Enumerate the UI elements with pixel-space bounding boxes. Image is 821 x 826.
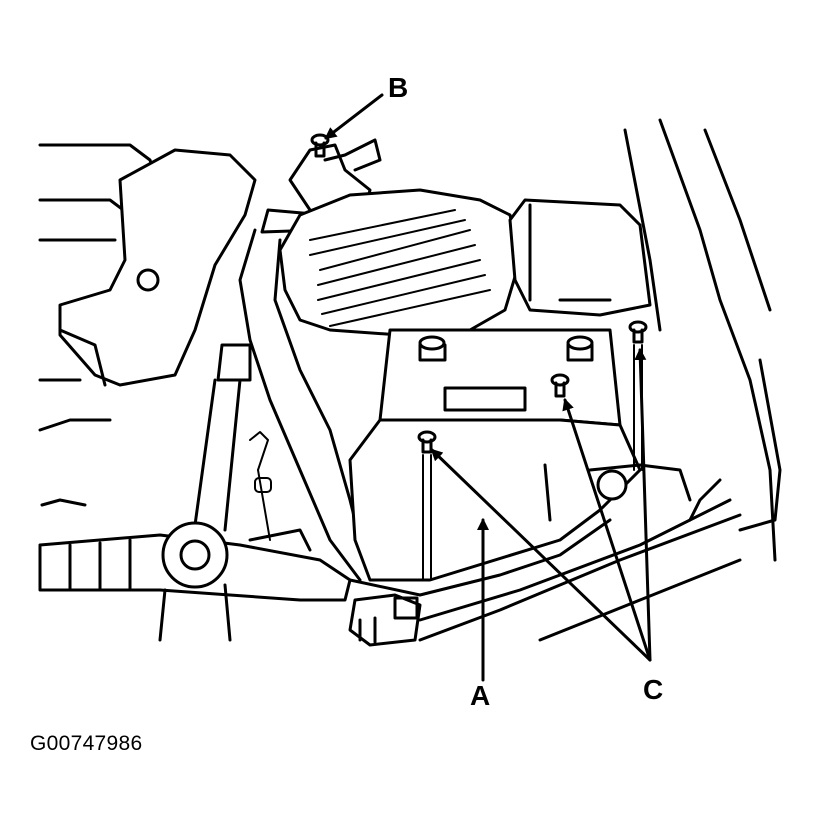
callout-c: C <box>643 674 664 705</box>
figure-code: G00747986 <box>30 732 143 755</box>
lower-hose-assembly <box>38 521 352 642</box>
right-fender <box>623 118 782 562</box>
fuse-box <box>508 198 652 317</box>
left-rod <box>193 343 252 532</box>
leader-b <box>324 93 384 140</box>
callout-b: B <box>388 72 409 103</box>
callout-a: A <box>470 680 491 711</box>
radiator-support <box>418 478 742 642</box>
bolt-b <box>310 133 330 158</box>
leader-c3 <box>634 348 652 662</box>
leader-c1 <box>430 448 652 662</box>
leader-lines <box>324 93 652 682</box>
ecm-cover <box>348 328 692 597</box>
bolt-c1 <box>417 430 437 581</box>
dipstick <box>249 431 272 541</box>
strut-bracket <box>58 148 257 387</box>
bolt-c2 <box>550 373 570 398</box>
lower-connector <box>348 593 422 647</box>
leader-c2 <box>562 398 652 662</box>
air-cleaner-housing <box>278 188 522 337</box>
